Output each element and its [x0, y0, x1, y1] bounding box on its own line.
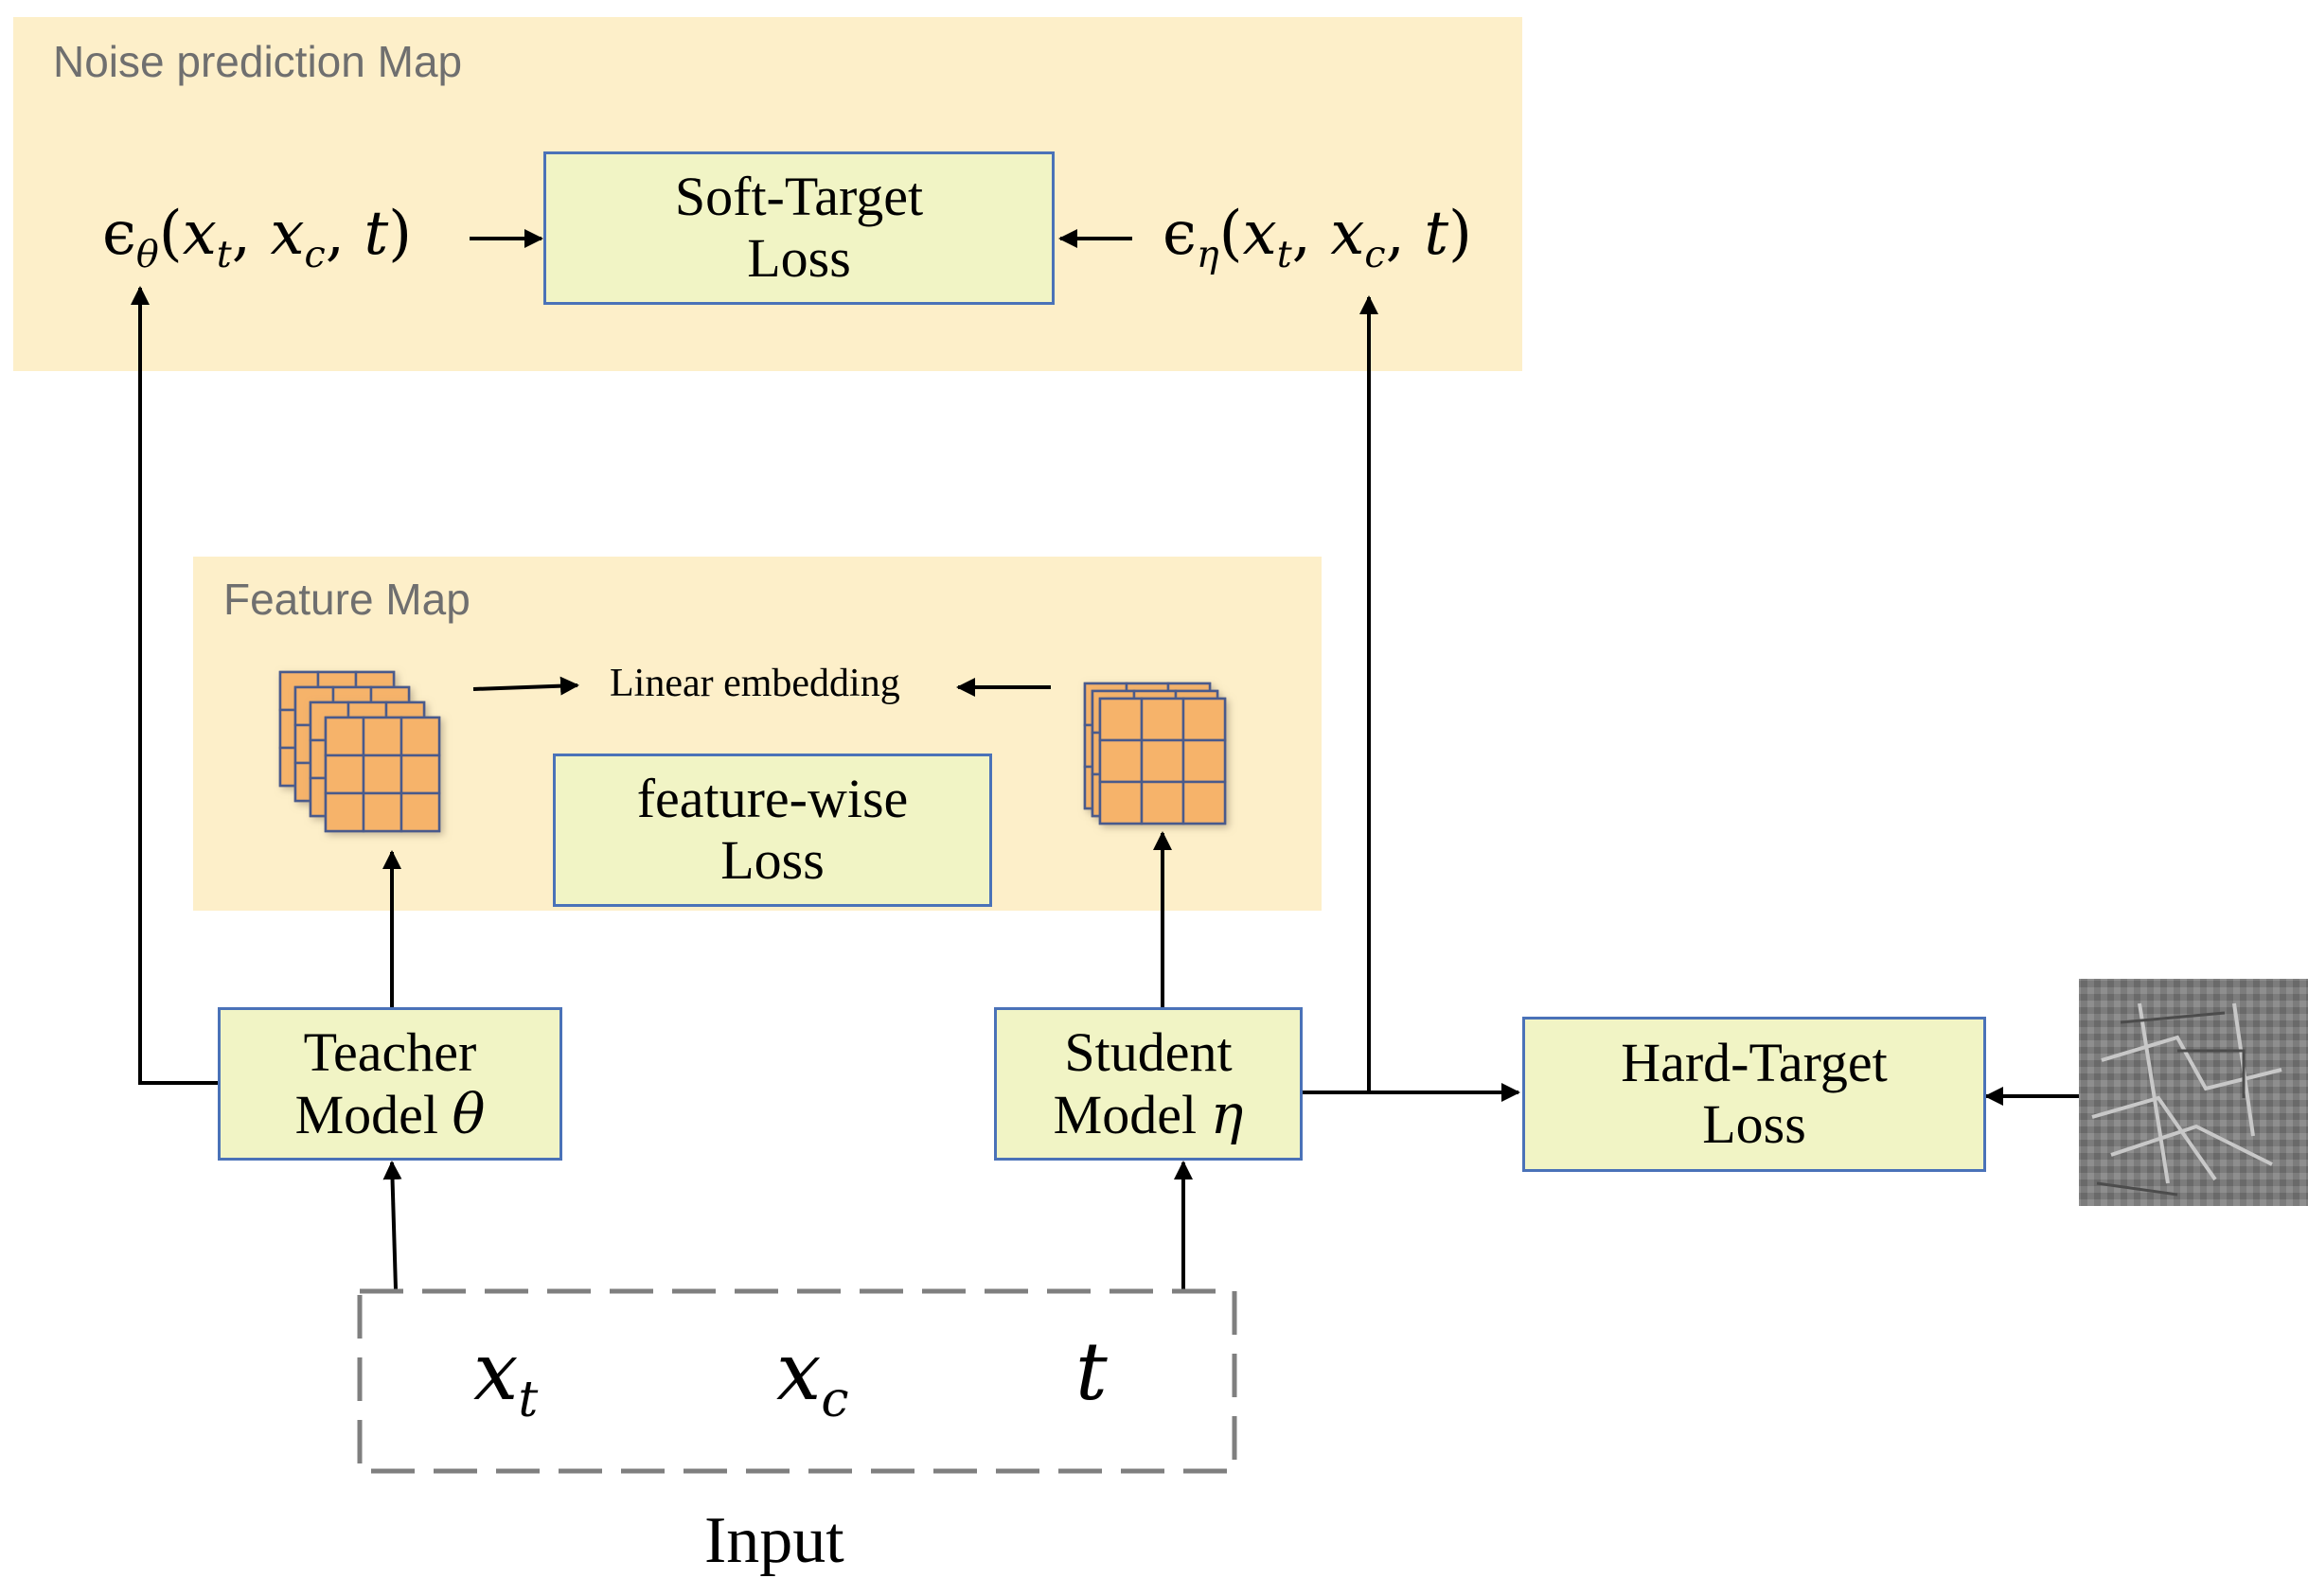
noise-prediction-map-label: Noise prediction Map — [53, 37, 463, 86]
teacher-output-formula: ϵθ(xt, xc, t) — [102, 199, 413, 276]
feature-cell — [362, 754, 403, 795]
hard-target-loss-line2: Loss — [1702, 1093, 1806, 1155]
feature-cell — [324, 791, 365, 833]
teacher-to-soft-target-arrow — [131, 286, 220, 1085]
feature-cell — [1140, 697, 1185, 742]
input-x-c: xc — [776, 1325, 849, 1429]
ground-truth-image — [2079, 979, 2308, 1206]
feature-cell — [1098, 780, 1144, 825]
feature-cell — [399, 791, 441, 833]
hard-target-loss-line1: Hard-Target — [1621, 1032, 1888, 1094]
feature-cell — [1140, 780, 1185, 825]
teacher-model-box: Teacher Model θ — [218, 1007, 562, 1161]
soft-target-loss-line2: Loss — [747, 227, 851, 289]
feature-cell — [1181, 780, 1227, 825]
feature-map-layer — [324, 716, 441, 833]
teacher-model-line1: Teacher — [303, 1020, 477, 1083]
student-model-line1: Student — [1064, 1020, 1233, 1083]
student-model-box: Student Model η — [994, 1007, 1303, 1161]
feature-cell — [324, 754, 365, 795]
feature-cell — [1098, 738, 1144, 784]
feature-cell — [1181, 738, 1227, 784]
feature-cell — [1140, 738, 1185, 784]
feature-cell — [1181, 697, 1227, 742]
student-output-formula: ϵη(xt, xc, t) — [1163, 199, 1473, 276]
feature-cell — [362, 791, 403, 833]
feature-cell — [399, 754, 441, 795]
feature-wise-loss-line2: Loss — [720, 829, 825, 891]
soft-target-loss-line1: Soft-Target — [674, 166, 924, 228]
student-feature-map-icon — [1083, 682, 1227, 825]
student-model-line2: Model η — [1053, 1081, 1244, 1146]
teacher-model-line2: Model θ — [294, 1081, 486, 1146]
hard-target-loss-box: Hard-Target Loss — [1522, 1017, 1986, 1172]
feature-cell — [362, 716, 403, 757]
input-x-t: xt — [473, 1325, 539, 1429]
feature-map-label: Feature Map — [223, 575, 470, 624]
input-to-teacher-arrow — [382, 1161, 402, 1290]
feature-cell — [399, 716, 441, 757]
feature-cell — [1098, 697, 1144, 742]
input-t: t — [1075, 1325, 1108, 1418]
teacher-model-symbol: θ — [452, 1081, 486, 1146]
teacher-feature-map-icon — [278, 670, 441, 833]
feature-cell — [324, 716, 365, 757]
linear-embedding-label: Linear embedding — [610, 662, 900, 705]
soft-target-loss-box: Soft-Target Loss — [543, 151, 1055, 305]
feature-wise-loss-box: feature-wise Loss — [553, 754, 992, 907]
input-label: Input — [704, 1504, 844, 1577]
feature-wise-loss-line1: feature-wise — [636, 768, 909, 830]
feature-map-layer — [1098, 697, 1227, 825]
student-model-symbol: η — [1210, 1081, 1244, 1146]
teacher-feature-to-embedding-arrow — [472, 676, 579, 696]
input-border — [357, 1288, 1237, 1474]
